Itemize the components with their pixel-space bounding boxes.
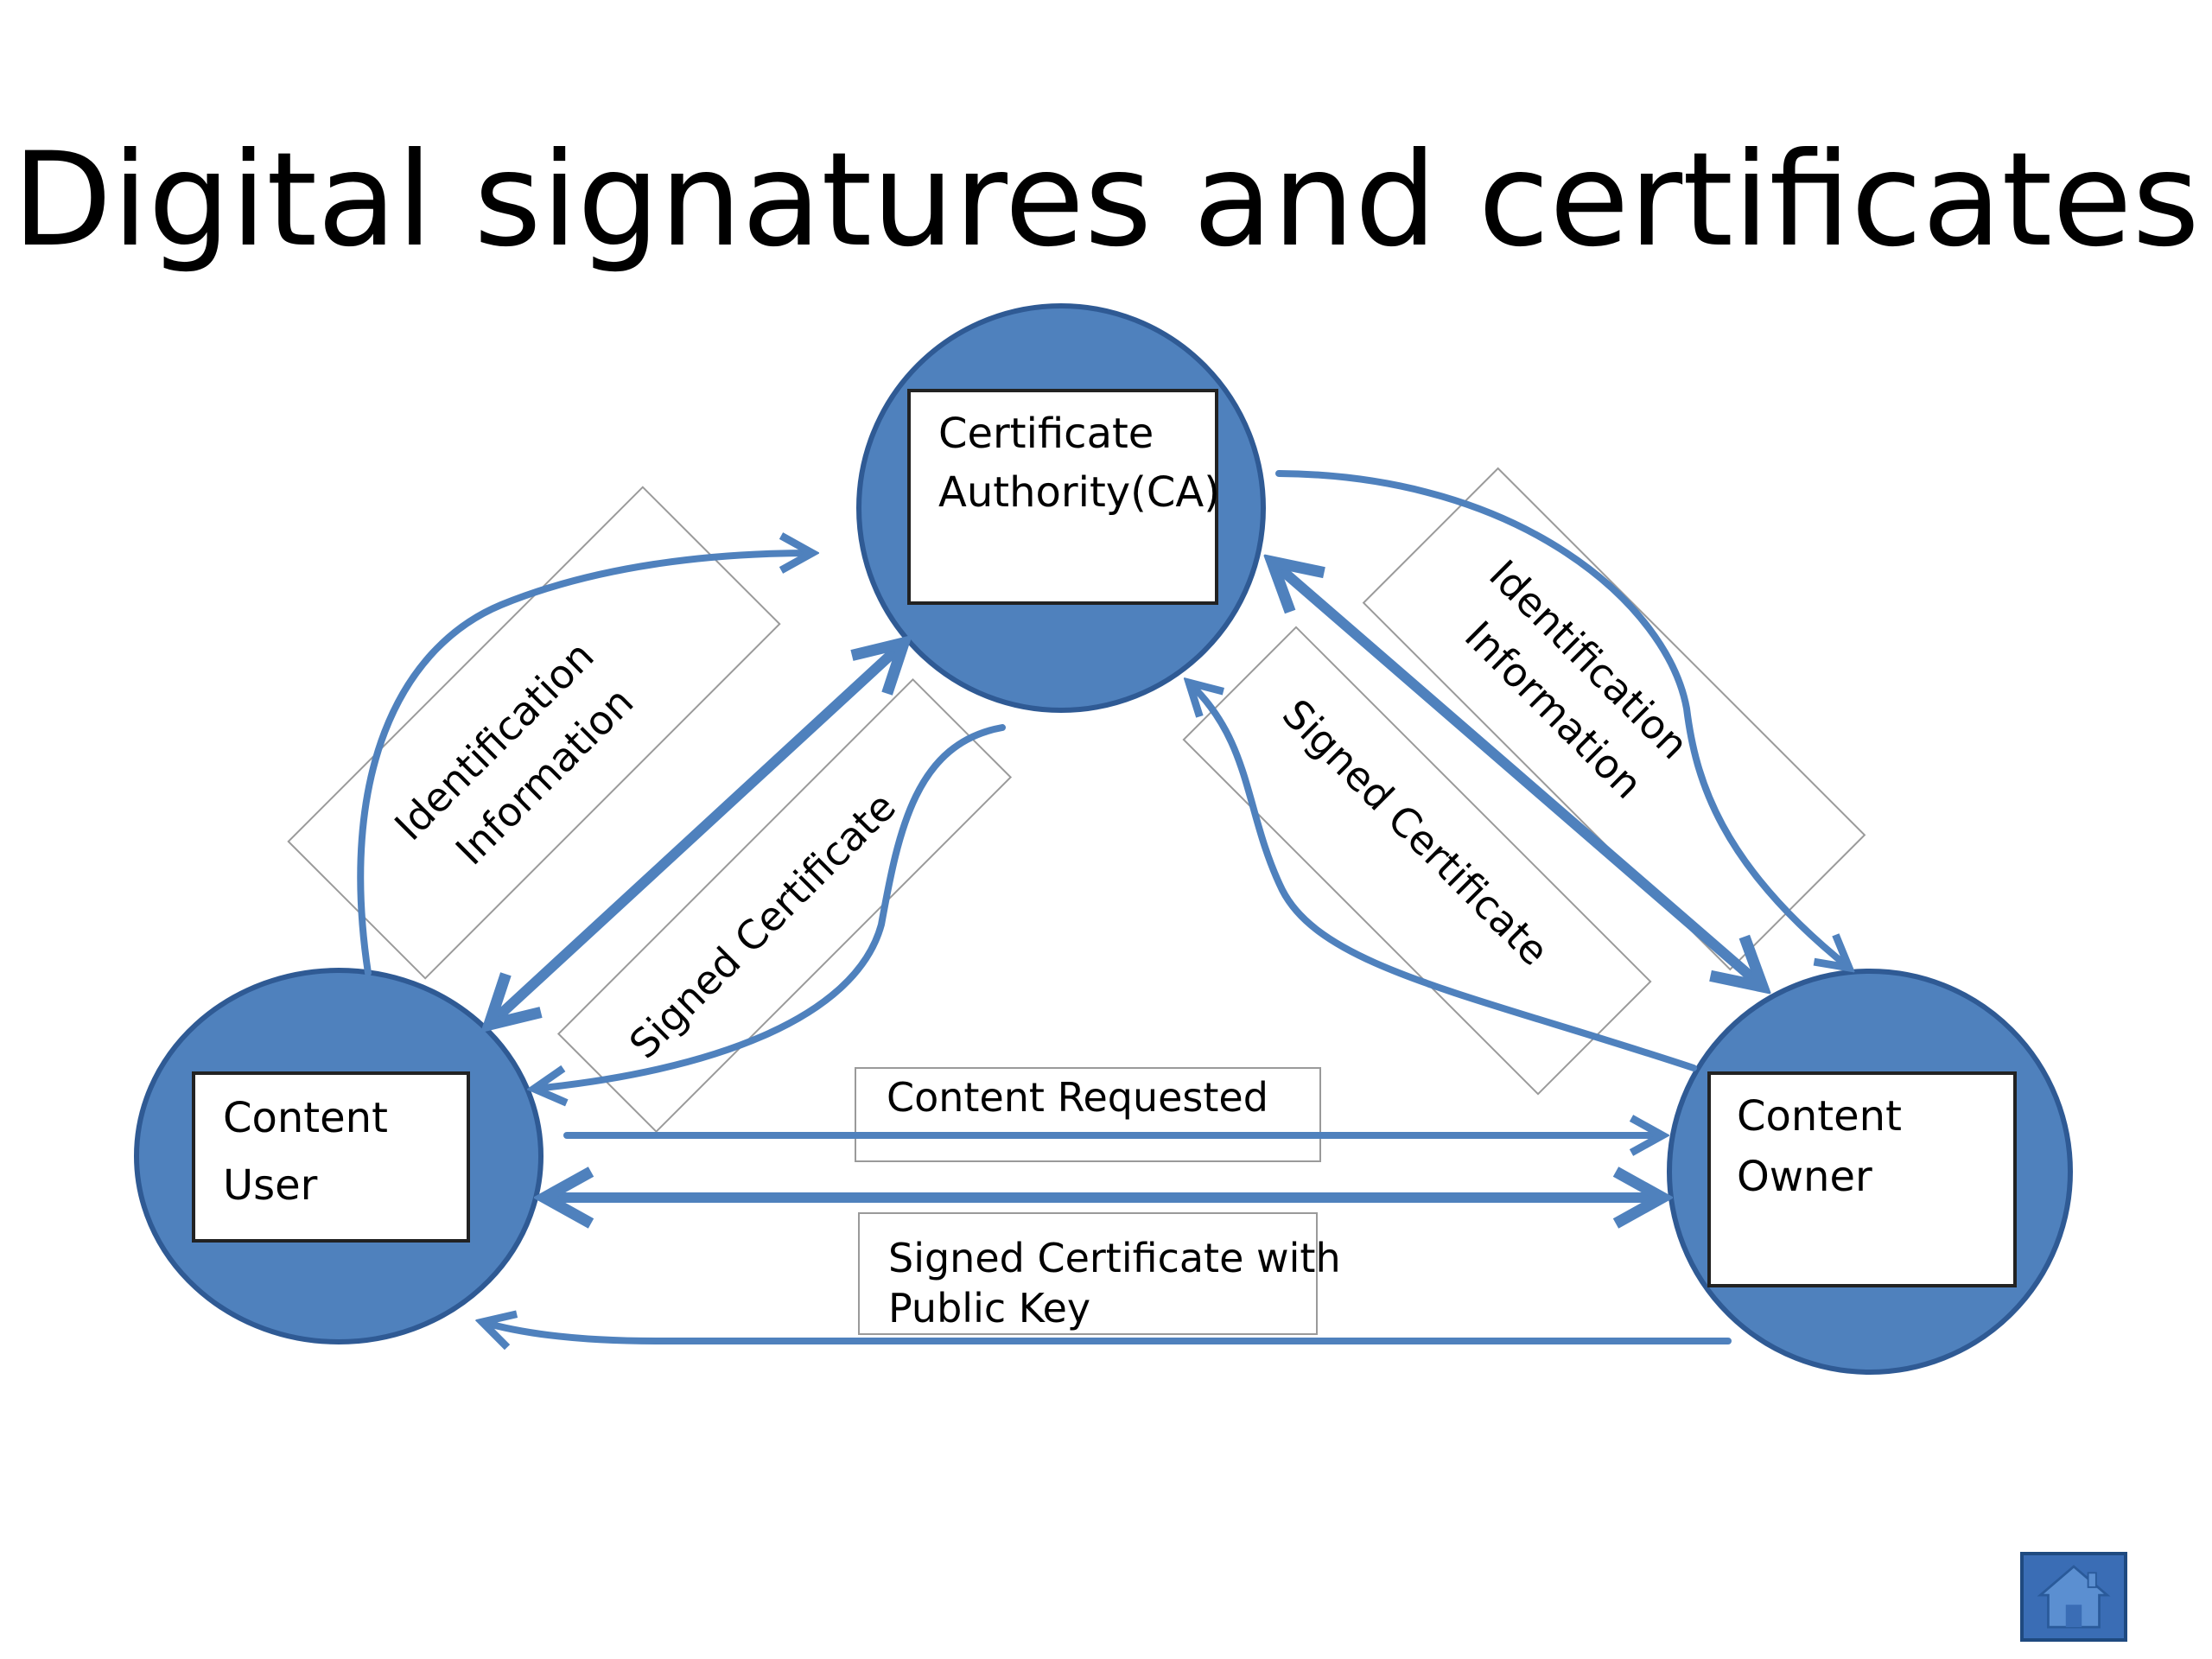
- node-ca: Certificate Authority(CA): [856, 303, 1266, 713]
- node-content-owner: Content Owner: [1667, 969, 2073, 1375]
- ca-label-line1: Certificate: [938, 410, 1154, 458]
- home-button[interactable]: [2020, 1552, 2127, 1642]
- label-ca-to-owner: Identification Information: [1362, 467, 1866, 971]
- label-text: Content Requested: [887, 1074, 1268, 1121]
- home-icon: [2037, 1565, 2111, 1629]
- arrow-ca-to-user-cert: [534, 724, 1006, 1089]
- label-line2: Public Key: [888, 1285, 1090, 1332]
- owner-label-line1: Content: [1737, 1092, 1902, 1141]
- user-label-line1: Content: [223, 1094, 388, 1142]
- label-content-requested: Content Requested: [855, 1067, 1321, 1162]
- node-content-user: Content User: [134, 968, 543, 1344]
- label-box: [855, 1067, 1321, 1162]
- arrow-user-to-ca-info: [357, 553, 812, 976]
- user-box: [192, 1071, 470, 1243]
- arrow-ca-owner-double: [1272, 562, 1763, 987]
- arrow-owner-to-ca-cert: [1189, 683, 1697, 1071]
- ca-label-line2: Authority(CA): [938, 468, 1220, 517]
- arrow-user-ca-double: [489, 643, 904, 1025]
- label-signed-pubkey: Signed Certificate with Public Key: [858, 1212, 1341, 1335]
- label-owner-signed: Signed Certificate: [1182, 626, 1652, 1096]
- ca-box: [907, 389, 1218, 605]
- arrow-signed-pubkey: [482, 1322, 1732, 1341]
- label-line1: Signed Certificate with: [888, 1235, 1341, 1281]
- owner-label-line2: Owner: [1737, 1153, 1872, 1201]
- slide-title: Digital signatures and certificates: [12, 125, 2200, 276]
- user-label-line2: User: [223, 1161, 318, 1210]
- label-box: [1362, 467, 1866, 971]
- owner-box: [1707, 1071, 2017, 1287]
